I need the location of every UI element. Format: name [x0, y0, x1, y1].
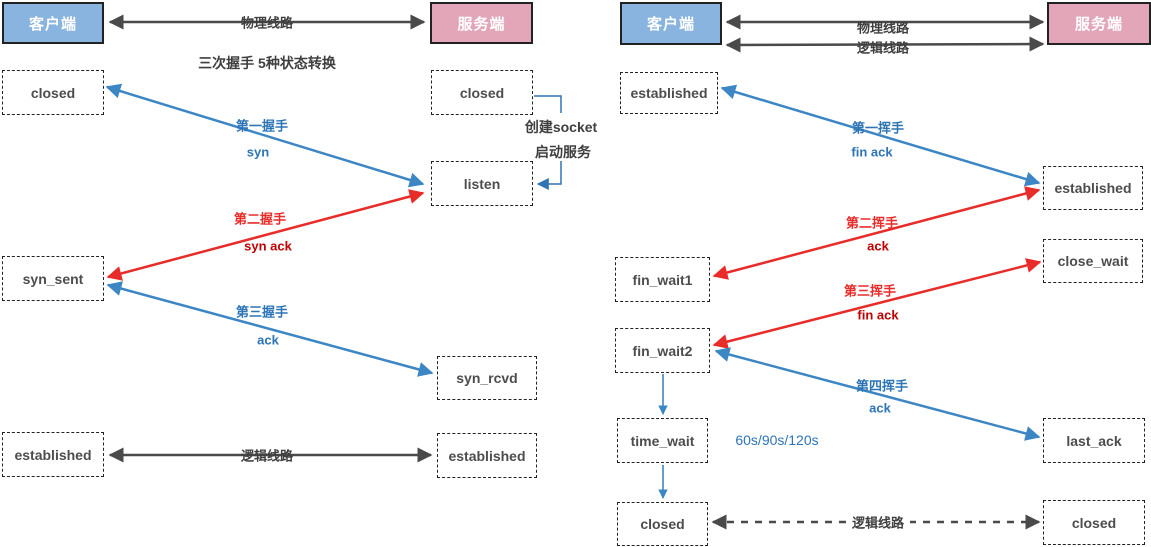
handshake1-label: 第一握手	[235, 118, 289, 134]
right-wave3-line	[712, 258, 1042, 349]
left-handshake2-line	[106, 189, 425, 281]
handshake3-packet: ack	[257, 332, 279, 348]
wave2-packet: ack	[867, 238, 889, 254]
right-wave1-line	[720, 84, 1041, 187]
state-left-established-server: established	[437, 433, 537, 478]
handshake2-packet: syn ack	[244, 238, 292, 254]
socket-elbow-bottom	[536, 161, 562, 190]
right-wave2-line	[712, 186, 1041, 280]
right-logical-line-top-label: 逻辑线路	[856, 40, 910, 56]
handshake3-label: 第三握手	[235, 304, 289, 320]
handshake1-packet: syn	[246, 144, 270, 160]
left-server-header: 服务端	[430, 2, 533, 44]
right-client-header: 客户端	[620, 2, 722, 45]
wave1-label: 第一挥手	[851, 120, 905, 136]
left-handshake1-line	[105, 83, 425, 188]
state-fin-wait2: fin_wait2	[615, 328, 710, 373]
state-right-established-client: established	[620, 72, 718, 114]
left-physical-line-label: 物理线路	[240, 15, 294, 31]
right-server-header: 服务端	[1047, 2, 1151, 45]
state-right-closed-server: closed	[1043, 500, 1145, 545]
state-left-closed-server: closed	[431, 70, 533, 115]
state-right-closed-client: closed	[617, 502, 708, 546]
time-wait-duration-label: 60s/90s/120s	[735, 432, 819, 448]
socket-note-line1: 创建socket	[524, 119, 598, 135]
left-diagram-title: 三次握手 5种状态转换	[198, 55, 336, 71]
wave3-packet: fin ack	[857, 307, 899, 323]
wave2-label: 第二挥手	[845, 215, 899, 231]
state-left-established-client: established	[2, 432, 104, 477]
right-wave4-line	[714, 347, 1041, 441]
wave4-packet: ack	[869, 400, 891, 416]
left-logical-line-label: 逻辑线路	[240, 448, 294, 464]
state-listen: listen	[431, 161, 533, 206]
state-syn-rcvd: syn_rcvd	[437, 356, 537, 400]
right-physical-line-label: 物理线路	[856, 20, 910, 36]
left-client-header: 客户端	[2, 2, 104, 44]
state-close-wait: close_wait	[1043, 239, 1143, 283]
left-handshake3-line	[106, 281, 434, 377]
handshake2-label: 第二握手	[233, 211, 287, 227]
wave3-label: 第三挥手	[843, 283, 897, 299]
socket-elbow-top	[534, 95, 562, 113]
state-left-closed-client: closed	[2, 70, 104, 115]
state-fin-wait1: fin_wait1	[615, 257, 710, 302]
right-logical-line-top	[725, 36, 1045, 53]
state-time-wait: time_wait	[617, 418, 708, 463]
socket-note-line2: 启动服务	[535, 144, 591, 160]
wave4-label: 第四挥手	[855, 378, 909, 394]
state-right-established-server: established	[1043, 166, 1143, 210]
state-syn-sent: syn_sent	[2, 256, 104, 301]
right-logical-line-bottom-label: 逻辑线路	[845, 512, 911, 532]
wave1-packet: fin ack	[851, 144, 893, 160]
state-last-ack: last_ack	[1043, 418, 1145, 463]
